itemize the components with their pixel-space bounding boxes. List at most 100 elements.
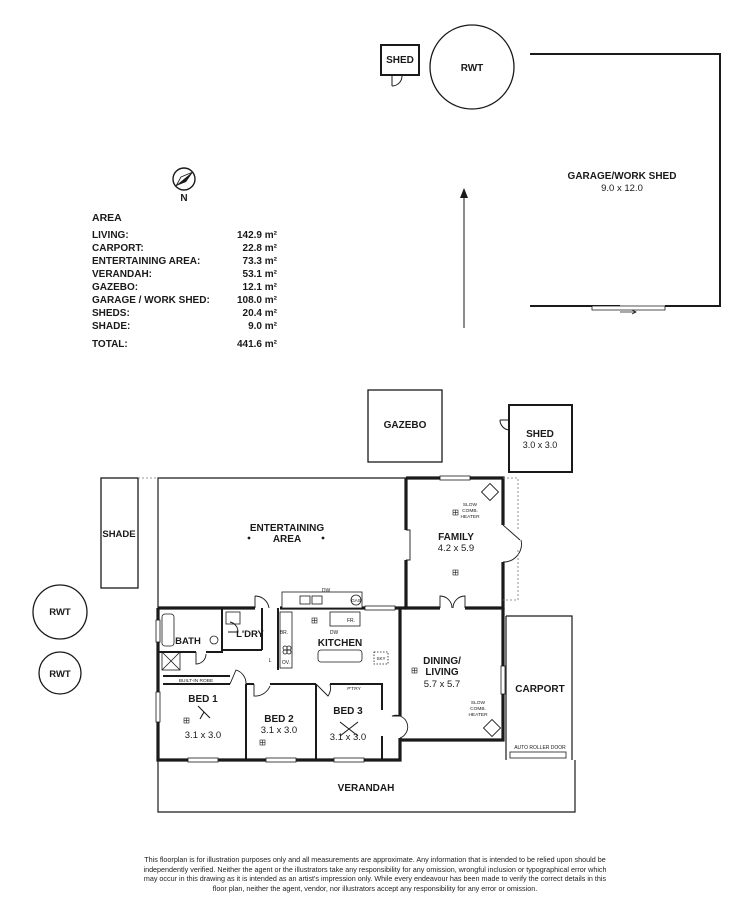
rwt-top-label: RWT bbox=[461, 63, 484, 74]
light-point-icons bbox=[183, 509, 459, 746]
bed3-label: BED 3 bbox=[333, 706, 363, 717]
area-row-name: SHADE: bbox=[92, 321, 131, 332]
bath-label: BATH bbox=[175, 636, 201, 647]
dw-top-label: DW bbox=[322, 588, 331, 594]
site-outline bbox=[503, 477, 519, 601]
carport-roller-door bbox=[509, 751, 567, 759]
north-compass-icon bbox=[172, 167, 196, 191]
shade-label: SHADE bbox=[102, 529, 135, 540]
heater-2-line1: SLOW bbox=[471, 700, 486, 706]
entertaining-label-2: AREA bbox=[273, 534, 301, 545]
heater-1-line1: SLOW bbox=[463, 502, 478, 508]
br-label: BR. bbox=[280, 630, 288, 636]
rwt-left-2-label: RWT bbox=[49, 669, 71, 680]
verandah-outline bbox=[157, 760, 576, 813]
ldry-label: L'DRY bbox=[236, 629, 264, 640]
bed2-dims: 3.1 x 3.0 bbox=[261, 725, 297, 736]
heater-1-line3: HEATER bbox=[460, 514, 480, 520]
area-row-name: GAZEBO: bbox=[92, 282, 139, 293]
heater-1-line2: COMB. bbox=[462, 508, 478, 514]
bed3-dims: 3.1 x 3.0 bbox=[330, 732, 366, 743]
shed-label: SHED bbox=[526, 429, 554, 440]
area-row-name: LIVING: bbox=[92, 230, 129, 241]
dining-label-1: DINING/ bbox=[423, 656, 461, 667]
area-total-name: TOTAL: bbox=[92, 339, 128, 350]
area-row-value: 9.0 m² bbox=[248, 321, 277, 332]
area-row: SHADE: 9.0 m² bbox=[92, 320, 277, 333]
kitchen-fixtures bbox=[279, 591, 389, 669]
disclaimer: This floorplan is for illustration purpo… bbox=[143, 855, 607, 893]
auto-roller-door-label: AUTO ROLLER DOOR bbox=[514, 745, 566, 751]
pantry-label: P'TRY bbox=[347, 686, 361, 692]
carport-outline bbox=[505, 615, 573, 760]
bed1-label: BED 1 bbox=[188, 694, 218, 705]
shed-door bbox=[499, 419, 510, 431]
heater-2-line3: HEATER bbox=[468, 712, 488, 718]
area-row-name: GARAGE / WORK SHED: bbox=[92, 295, 210, 306]
area-row-value: 53.1 m² bbox=[242, 269, 277, 280]
area-row: LIVING: 142.9 m² bbox=[92, 229, 277, 242]
north-label: N bbox=[180, 193, 187, 204]
driveway-arrow-head bbox=[460, 188, 468, 198]
area-row: CARPORT: 22.8 m² bbox=[92, 242, 277, 255]
bed2-label: BED 2 bbox=[264, 714, 294, 725]
kitchen-label: KITCHEN bbox=[318, 638, 362, 649]
shed-small-door bbox=[391, 75, 403, 87]
bath-fixtures bbox=[161, 611, 241, 671]
area-row-name: SHEDS: bbox=[92, 308, 130, 319]
area-row: VERANDAH:53.1 m² bbox=[92, 268, 277, 281]
rwt-left-1-label: RWT bbox=[49, 607, 71, 618]
dw-label: DW bbox=[330, 630, 339, 636]
fr-label: FR. bbox=[347, 618, 355, 624]
rwt-top bbox=[429, 24, 515, 110]
gazebo-label: GAZEBO bbox=[384, 420, 427, 431]
shed bbox=[508, 404, 573, 473]
gazebo bbox=[367, 389, 443, 463]
family-label: FAMILY bbox=[438, 532, 474, 543]
area-row-name: CARPORT: bbox=[92, 243, 144, 254]
area-row: ENTERTAINING AREA: 73.3 m² bbox=[92, 255, 277, 268]
shed-small-label: SHED bbox=[386, 55, 414, 66]
area-row-name: ENTERTAINING AREA: bbox=[92, 256, 201, 267]
doors bbox=[195, 524, 522, 739]
area-row-value: 12.1 m² bbox=[242, 282, 277, 293]
built-in-robe-label: BUILT-IN ROBE bbox=[179, 678, 213, 684]
area-row: GAZEBO: 12.1 m² bbox=[92, 281, 277, 294]
area-title: AREA bbox=[92, 212, 122, 224]
shed-dims: 3.0 x 3.0 bbox=[523, 440, 558, 450]
interior-walls bbox=[158, 608, 383, 760]
garage-label: GARAGE/WORK SHED bbox=[568, 171, 677, 182]
windows bbox=[155, 475, 506, 763]
garage-dims: 9.0 x 12.0 bbox=[601, 183, 643, 194]
area-row-value: 142.9 m² bbox=[236, 230, 277, 241]
area-row: GARAGE / WORK SHED:108.0 m² bbox=[92, 294, 277, 307]
ceiling-fan-icon bbox=[197, 705, 359, 737]
dining-label-2: LIVING bbox=[425, 667, 459, 678]
ov-label: OV. bbox=[282, 660, 290, 666]
sky-label: SKY bbox=[376, 656, 385, 661]
entertaining-label-1: ENTERTAINING bbox=[250, 523, 324, 534]
bed1-dims: 3.1 x 3.0 bbox=[185, 730, 221, 741]
l-label: L bbox=[269, 658, 272, 664]
area-total-row: TOTAL: 441.6 m² bbox=[92, 338, 277, 351]
carport-label: CARPORT bbox=[515, 684, 564, 695]
area-row-value: 73.3 m² bbox=[242, 256, 277, 267]
area-row-value: 22.8 m² bbox=[242, 243, 277, 254]
family-dims: 4.2 x 5.9 bbox=[438, 543, 474, 554]
heater-icon bbox=[480, 482, 502, 738]
garage-door-arrow bbox=[620, 309, 637, 315]
garage-roller-door bbox=[591, 305, 666, 311]
heater-2-line2: COMB. bbox=[470, 706, 486, 712]
shed-small bbox=[380, 44, 420, 76]
rwt-left-2 bbox=[38, 651, 82, 695]
shade bbox=[100, 477, 139, 589]
verandah-label: VERANDAH bbox=[338, 783, 395, 794]
rwt-left-1 bbox=[32, 584, 88, 640]
gas-label: GAS bbox=[351, 598, 361, 603]
entertaining-area-outline bbox=[157, 477, 406, 608]
area-row: SHEDS:20.4 m² bbox=[92, 307, 277, 320]
dining-dims: 5.7 x 5.7 bbox=[424, 679, 460, 690]
